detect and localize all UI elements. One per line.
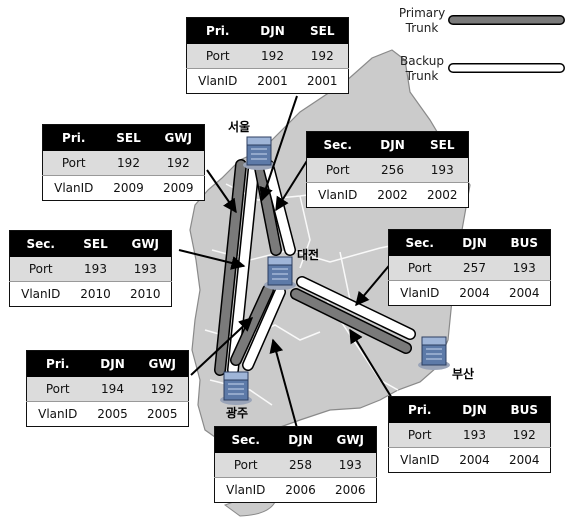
arrow-sec-sel-gwj (178, 249, 246, 270)
city-label-daejeon: 대전 (297, 248, 320, 262)
pointer-arrows (178, 95, 399, 429)
table-header-cell: GWJ (152, 124, 205, 151)
arrow-pri-djn-sel (259, 95, 298, 202)
table-cell: 192 (498, 423, 551, 448)
table-cell: Port (306, 158, 369, 183)
switch-icon (220, 371, 252, 405)
table-cell: 2004 (450, 447, 499, 473)
table-cell: 192 (152, 151, 205, 176)
table-header-cell: DJN (450, 229, 499, 256)
table-header-cell: DJN (248, 17, 297, 44)
table-header-cell: Sec. (388, 229, 451, 256)
table-header-cell: SEL (416, 131, 469, 158)
table-cell: 193 (324, 453, 377, 478)
table-cell: Port (42, 151, 105, 176)
arrow-pri-djn-bus (349, 328, 399, 409)
table-header-cell: DJN (276, 426, 325, 453)
city-label-seoul: 서울 (228, 120, 251, 134)
table-cell: 192 (296, 44, 349, 69)
legend-backup-label: Backup Trunk (400, 54, 444, 83)
table-header-cell: DJN (450, 396, 499, 423)
table-cell: 193 (416, 158, 469, 183)
table-header-cell: SEL (71, 230, 120, 257)
table-header-cell: Sec. (9, 230, 72, 257)
table-cell: 256 (368, 158, 417, 183)
table-cell: 2002 (416, 182, 469, 208)
switch-icon (243, 136, 275, 170)
table-cell: 2009 (152, 175, 205, 201)
table-cell: 257 (450, 256, 499, 281)
table-cell: 2004 (498, 280, 551, 306)
table-cell: Port (388, 423, 451, 448)
table-cell: VlanID (42, 175, 105, 201)
table-header-cell: DJN (368, 131, 417, 158)
table-header-cell: Pri. (388, 396, 451, 423)
table-cell: VlanID (26, 401, 89, 427)
table-cell: 193 (450, 423, 499, 448)
table-header-cell: Pri. (26, 350, 89, 377)
table-cell: Port (186, 44, 249, 69)
table-cell: 2002 (368, 182, 417, 208)
table-cell: 193 (71, 257, 120, 282)
table-cell: 192 (248, 44, 297, 69)
city-label-busan: 부산 (452, 367, 475, 381)
switch-icon (418, 336, 450, 370)
table-cell: 2004 (450, 280, 499, 306)
table-cell: 2001 (296, 68, 349, 94)
table-cell: 2006 (276, 477, 325, 503)
arrow-pri-sel-gwj (206, 169, 237, 214)
table-header-cell: GWJ (136, 350, 189, 377)
table-header-cell: SEL (104, 124, 153, 151)
table-header-cell: Pri. (186, 17, 249, 44)
table-cell: 2005 (136, 401, 189, 427)
table-cell: 192 (136, 377, 189, 402)
table-header-cell: Pri. (42, 124, 105, 151)
table-cell: VlanID (306, 182, 369, 208)
legend-primary-label: Primary Trunk (398, 6, 446, 35)
table-cell: 192 (104, 151, 153, 176)
table-header-cell: DJN (88, 350, 137, 377)
table-cell: 2001 (248, 68, 297, 94)
table-cell: 2010 (71, 281, 120, 307)
table-cell: 2006 (324, 477, 377, 503)
table-cell: VlanID (388, 447, 451, 473)
table-cell: VlanID (388, 280, 451, 306)
table-header-cell: BUS (498, 396, 551, 423)
table-cell: 193 (498, 256, 551, 281)
table-cell: 2004 (498, 447, 551, 473)
table-cell: 2010 (119, 281, 172, 307)
table-header-cell: GWJ (119, 230, 172, 257)
table-header-cell: BUS (498, 229, 551, 256)
table-cell: VlanID (186, 68, 249, 94)
table-cell: VlanID (214, 477, 277, 503)
switch-icon (264, 256, 296, 290)
table-cell: Port (9, 257, 72, 282)
arrow-pri-djn-gwj (190, 317, 254, 376)
table-header-cell: SEL (296, 17, 349, 44)
table-cell: Port (214, 453, 277, 478)
arrow-sec-djn-gwj (269, 338, 298, 429)
table-cell: 2005 (88, 401, 137, 427)
table-header-cell: Sec. (306, 131, 369, 158)
table-cell: VlanID (9, 281, 72, 307)
table-header-cell: GWJ (324, 426, 377, 453)
table-cell: Port (388, 256, 451, 281)
table-cell: 258 (276, 453, 325, 478)
table-cell: Port (26, 377, 89, 402)
table-cell: 194 (88, 377, 137, 402)
table-cell: 193 (119, 257, 172, 282)
table-header-cell: Sec. (214, 426, 277, 453)
table-cell: 2009 (104, 175, 153, 201)
city-label-gwangju: 광주 (226, 406, 249, 420)
